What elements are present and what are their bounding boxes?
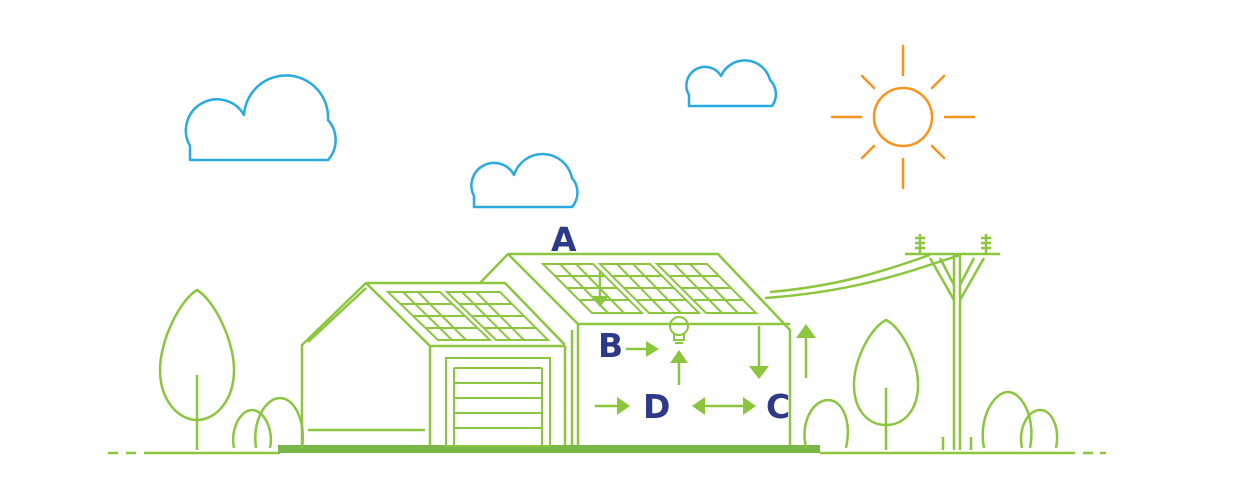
garage-door-icon (445, 357, 551, 447)
tree-icon (158, 288, 236, 450)
cloud-icon (470, 152, 579, 209)
label-b: B (598, 326, 623, 365)
cloud-icon (685, 59, 778, 108)
utility-pole-icon (905, 234, 1000, 450)
house-foundation (278, 445, 820, 453)
cloud-icon (184, 74, 337, 162)
label-c: C (766, 387, 790, 426)
bush-icon (803, 398, 850, 449)
bush-icon (981, 390, 1059, 449)
tree-icon (852, 318, 920, 450)
energy-flow-arrows (595, 270, 808, 408)
sun-icon (830, 44, 976, 190)
label-a: A (551, 220, 577, 259)
solar-panel-icon (540, 263, 759, 314)
solar-panel-icon (385, 291, 551, 341)
light-bulb-icon (669, 316, 689, 344)
arrow-heads (591, 296, 816, 415)
label-d: D (643, 387, 670, 426)
house-icon (300, 252, 961, 445)
bush-icon (231, 396, 305, 449)
